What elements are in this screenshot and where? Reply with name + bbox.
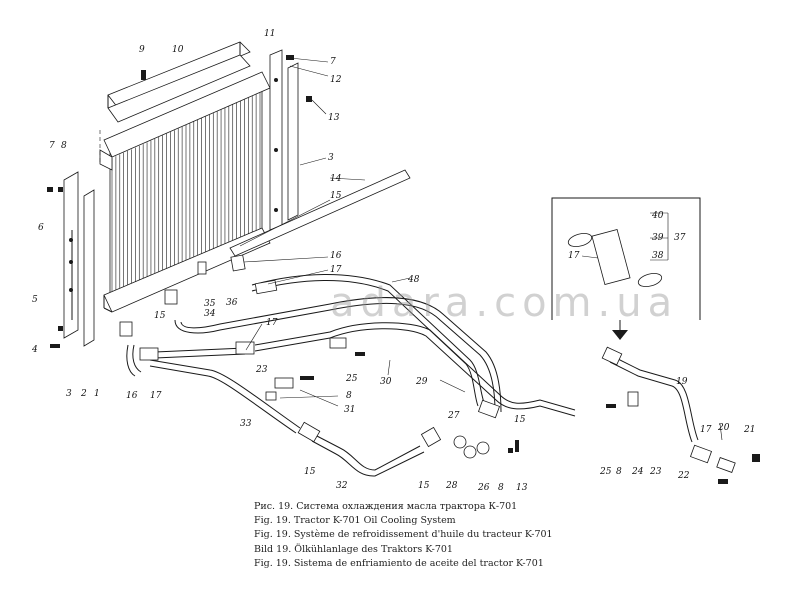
fasteners xyxy=(47,55,760,484)
oil-cooler-radiator xyxy=(99,41,275,313)
callout-37: 37 xyxy=(674,233,686,243)
callout-40: 40 xyxy=(651,211,664,221)
callout-labels: 9 10 11 7 12 13 3 14 15 16 17 7 8 6 5 4 … xyxy=(31,29,755,493)
caption-german: Bild 19. Ölkühlanlage des Traktors K-701 xyxy=(254,543,453,555)
caption-english: Fig. 19. Tractor K-701 Oil Cooling Syste… xyxy=(254,515,456,527)
callout-23-right: 23 xyxy=(649,467,662,477)
callout-23: 23 xyxy=(255,365,268,375)
callout-39: 39 xyxy=(652,233,664,243)
callout-4: 4 xyxy=(31,345,38,355)
callout-17-mid: 17 xyxy=(266,318,278,328)
hose-couplings xyxy=(119,254,736,473)
callout-26: 26 xyxy=(477,483,490,493)
figure-caption-block: Рис. 19. Система охлаждения масла тракто… xyxy=(254,500,674,571)
callout-31: 31 xyxy=(344,405,355,415)
callout-20: 20 xyxy=(717,423,730,433)
callout-38: 38 xyxy=(652,251,664,261)
callout-8-left: 8 xyxy=(61,141,67,151)
callout-15: 15 xyxy=(330,191,342,201)
callout-13-low: 13 xyxy=(516,483,528,493)
caption-french: Fig. 19. Système de refroidissement d'hu… xyxy=(254,529,553,541)
callout-33: 33 xyxy=(240,419,252,429)
inset-detail-hose-clamp xyxy=(551,197,701,340)
callout-10: 10 xyxy=(172,45,184,55)
callout-16: 16 xyxy=(330,251,342,261)
callout-30: 30 xyxy=(380,377,392,387)
callout-8-low: 8 xyxy=(498,483,504,493)
callout-16-bottom: 16 xyxy=(126,391,138,401)
callout-15-right: 15 xyxy=(514,415,526,425)
callout-9: 9 xyxy=(139,45,145,55)
callout-15-low: 15 xyxy=(304,467,316,477)
callout-17-bottom: 17 xyxy=(150,391,162,401)
callout-29: 29 xyxy=(415,377,428,387)
callout-15-low-right: 15 xyxy=(418,481,430,491)
callout-24: 24 xyxy=(631,467,644,477)
callout-32: 32 xyxy=(336,481,348,491)
callout-13: 13 xyxy=(328,113,340,123)
callout-17-right: 17 xyxy=(700,425,712,435)
callout-48: 48 xyxy=(407,275,420,285)
callout-14: 14 xyxy=(330,174,342,184)
callout-17-inset: 17 xyxy=(568,251,580,261)
caption-spanish: Fig. 19. Sistema de enfriamiento de acei… xyxy=(254,557,544,569)
caption-russian: Рис. 19. Система охлаждения масла тракто… xyxy=(254,501,518,512)
callout-25-right: 25 xyxy=(599,467,612,477)
callout-17: 17 xyxy=(330,265,342,275)
callout-5: 5 xyxy=(32,295,38,305)
callout-6: 6 xyxy=(38,223,44,233)
callout-19: 19 xyxy=(676,377,688,387)
callout-8-mid: 8 xyxy=(346,391,352,401)
callout-11: 11 xyxy=(264,29,275,39)
callout-7-left: 7 xyxy=(49,141,55,151)
callout-15-left: 15 xyxy=(154,311,166,321)
callout-12: 12 xyxy=(330,75,342,85)
callout-21: 21 xyxy=(743,425,755,435)
callout-34-upper: 34 xyxy=(204,309,216,319)
callout-35: 35 xyxy=(204,299,216,309)
callout-3-bottom: 3 xyxy=(66,389,72,399)
sealing-strip xyxy=(229,169,411,257)
callout-2: 2 xyxy=(80,389,87,399)
callout-3: 3 xyxy=(328,153,334,163)
callout-25: 25 xyxy=(345,374,358,384)
callout-36: 36 xyxy=(226,298,238,308)
left-side-brackets xyxy=(63,171,95,347)
callout-7: 7 xyxy=(330,57,336,67)
leader-lines xyxy=(239,57,723,441)
oil-pipes xyxy=(126,274,699,477)
callout-27: 27 xyxy=(447,411,460,421)
callout-28: 28 xyxy=(445,481,458,491)
watermark: adara.com.ua xyxy=(330,280,678,326)
right-side-brackets xyxy=(269,49,299,231)
callout-1: 1 xyxy=(94,389,100,399)
callout-22: 22 xyxy=(677,471,690,481)
callout-8-right: 8 xyxy=(616,467,622,477)
